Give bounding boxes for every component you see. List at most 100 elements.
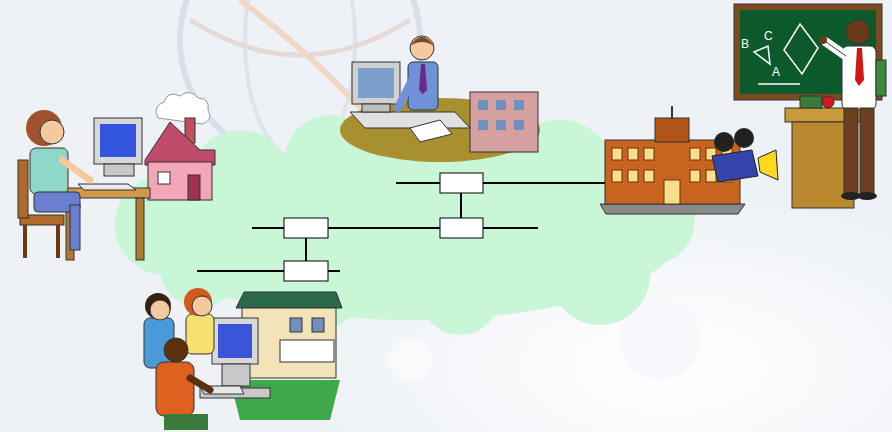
office-user [340, 36, 540, 162]
chalk-triangle [754, 46, 770, 64]
house-roof [145, 122, 215, 165]
network-line [305, 238, 307, 261]
video-camera [712, 150, 758, 182]
monitor [94, 118, 142, 164]
student-shirt [156, 362, 194, 416]
window [706, 170, 716, 182]
teacher-face [846, 20, 870, 44]
student-face [150, 300, 170, 320]
student-face [164, 338, 188, 362]
monitor [212, 318, 258, 364]
camera-lens [758, 150, 778, 180]
switch-box [284, 261, 328, 281]
student-arm [190, 378, 210, 390]
film-reel [734, 128, 754, 148]
chair-back [18, 160, 28, 218]
school-site [600, 4, 886, 214]
teacher-leg [860, 108, 874, 194]
building-base [600, 204, 745, 214]
girl-leg [70, 205, 80, 250]
chalk-line [758, 83, 800, 85]
monitor-screen [218, 324, 252, 358]
home-user [18, 92, 215, 260]
faint-glow [388, 338, 432, 382]
building-window [514, 100, 524, 110]
student-hair [145, 293, 171, 319]
computer-base [222, 364, 250, 386]
chalk-letter: B [741, 38, 749, 50]
office-building [470, 92, 538, 152]
chair-leg [56, 225, 60, 258]
student-group [144, 288, 342, 430]
monitor [352, 62, 400, 104]
student-chair [164, 414, 208, 430]
building-window [478, 100, 488, 110]
girl-arm [62, 160, 90, 180]
chalk-diamond [784, 24, 818, 74]
chair-leg [23, 225, 27, 258]
house-window [290, 318, 302, 332]
window [612, 170, 622, 182]
man-tie [419, 64, 427, 94]
film-reel [714, 132, 734, 152]
flag-pole [671, 106, 673, 118]
teacher-leg [844, 108, 858, 194]
school-door [664, 180, 680, 204]
building-window [478, 120, 488, 130]
building-window [496, 120, 506, 130]
teacher-shoe [857, 192, 877, 200]
window [628, 170, 638, 182]
window [612, 148, 622, 160]
window [644, 170, 654, 182]
man-face [410, 36, 434, 60]
monitor-screen [100, 124, 136, 157]
window [690, 170, 700, 182]
computer-base [104, 164, 134, 176]
network-lines [197, 183, 605, 271]
teacher-arm-edge [826, 42, 846, 56]
network-switches [284, 173, 483, 281]
network-line [396, 182, 605, 184]
switch-box [440, 173, 483, 193]
book-stack [800, 96, 822, 108]
chimney-smoke [156, 92, 210, 124]
desk-leg [136, 198, 144, 260]
network-line [460, 193, 462, 218]
cloud-part [550, 225, 650, 325]
student-face [192, 296, 212, 316]
man-hair [410, 37, 434, 46]
window [628, 148, 638, 160]
house-wall [148, 162, 212, 200]
house-roof [236, 292, 342, 308]
switch-box [284, 218, 328, 238]
switch-box [440, 218, 483, 238]
student-hair [184, 288, 212, 316]
house-window [158, 172, 170, 184]
window [644, 148, 654, 160]
chalk-letter: A [772, 66, 780, 78]
teacher-hand [819, 36, 827, 44]
school-tower [655, 118, 689, 142]
cloud-part [420, 255, 500, 335]
computer-base [362, 104, 390, 112]
teacher-arm [826, 42, 846, 56]
student-shirt [186, 314, 214, 354]
chalk-letter: C [764, 30, 773, 42]
girl-face [40, 120, 64, 144]
window [690, 148, 700, 160]
building-window [514, 120, 524, 130]
keyboard [78, 184, 136, 190]
monitor-screen [358, 68, 394, 98]
paper-sheet [410, 120, 452, 142]
office-desk [350, 112, 470, 128]
man-arm [398, 80, 412, 108]
house-porch [280, 340, 334, 362]
house-window [312, 318, 324, 332]
held-book [876, 60, 886, 96]
teacher-tie [855, 48, 864, 86]
girl-shirt [30, 148, 68, 194]
apple [822, 96, 834, 108]
